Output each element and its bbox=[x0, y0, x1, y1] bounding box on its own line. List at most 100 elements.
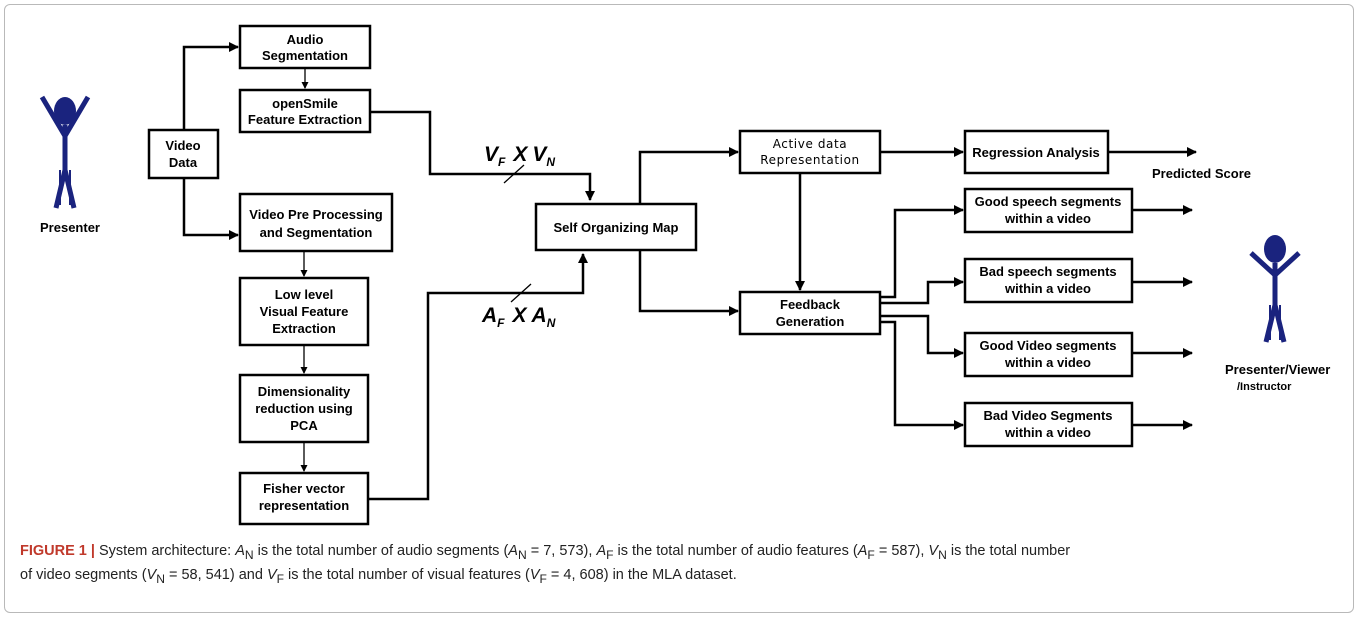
arrow-video-to-audio bbox=[182, 42, 239, 130]
good-video-line2: within a video bbox=[1004, 355, 1091, 370]
caption-p20: V bbox=[266, 566, 277, 583]
low-level-line1: Low level bbox=[275, 287, 334, 302]
good-video-line1: Good Video segments bbox=[979, 338, 1116, 353]
video-data-box bbox=[147, 128, 220, 180]
active-data-box bbox=[738, 129, 882, 175]
good-speech-line2: within a video bbox=[1004, 211, 1091, 226]
active-line1: Active data bbox=[773, 137, 848, 151]
video-pre-line1: Video Pre Processing bbox=[249, 207, 382, 222]
caption-p22: is the total number of visual features ( bbox=[284, 566, 530, 583]
presenter-label: Presenter bbox=[40, 220, 100, 235]
bad-video-box bbox=[963, 401, 1134, 448]
caption-p23: V bbox=[529, 566, 540, 583]
arrow-video-to-preprocessing bbox=[182, 178, 239, 240]
arrow-feedback-to-good-speech bbox=[880, 205, 964, 299]
good-speech-line1: Good speech segments bbox=[975, 194, 1122, 209]
good-speech-box bbox=[963, 187, 1134, 234]
figure-label: FIGURE 1 | bbox=[20, 543, 95, 559]
feedback-line1: Feedback bbox=[780, 297, 841, 312]
caption-p7: A bbox=[596, 543, 607, 559]
opensmile-box bbox=[238, 88, 372, 134]
arrow-som-to-active bbox=[638, 147, 739, 204]
low-level-line2: Visual Feature bbox=[260, 304, 349, 319]
arrow-feedback-to-bad-speech bbox=[880, 277, 964, 305]
caption-p19: = 58, 541) and bbox=[164, 566, 267, 583]
architecture-diagram: Presenter Presenter/Viewer /Instructor V… bbox=[39, 24, 1330, 526]
caption-p8: F bbox=[606, 547, 614, 562]
slash-mark-video bbox=[503, 164, 525, 184]
dim-red-line1: Dimensionality bbox=[258, 384, 351, 399]
good-video-box bbox=[963, 331, 1134, 378]
caption-p12: = 587), bbox=[874, 543, 929, 559]
caption-p13: V bbox=[928, 543, 939, 559]
video-pre-line2: and Segmentation bbox=[260, 225, 373, 240]
presenter-figure-icon bbox=[39, 95, 91, 209]
bad-speech-line1: Bad speech segments bbox=[979, 264, 1116, 279]
audio-seg-line1: Audio bbox=[287, 32, 324, 47]
caption-p15: is the total number bbox=[946, 543, 1071, 559]
caption-p18: N bbox=[156, 571, 165, 586]
bad-video-line2: within a video bbox=[1004, 425, 1091, 440]
som-box bbox=[534, 202, 698, 252]
caption-p24: F bbox=[539, 571, 547, 586]
caption-p3: is the total number of audio segments ( bbox=[253, 543, 509, 559]
caption-p14: N bbox=[938, 547, 947, 562]
active-line2: Representation bbox=[760, 153, 860, 167]
caption-p11: F bbox=[867, 547, 875, 562]
video-data-line1: Video bbox=[165, 138, 200, 153]
som-label: Self Organizing Map bbox=[554, 220, 679, 235]
presenter-viewer-figure-icon bbox=[1249, 235, 1301, 343]
caption-p16: of video segments ( bbox=[20, 566, 147, 583]
caption-p5: N bbox=[517, 547, 527, 562]
arrow-opensmile-to-som bbox=[370, 110, 595, 201]
fisher-vector-box bbox=[238, 471, 370, 526]
fisher-line2: representation bbox=[259, 498, 349, 513]
dim-red-line2: reduction using bbox=[255, 401, 353, 416]
video-data-line2: Data bbox=[169, 155, 198, 170]
caption-p4: A bbox=[508, 543, 518, 559]
caption-p0: System architecture: bbox=[99, 543, 236, 559]
caption-p1: A bbox=[235, 543, 245, 559]
arrow-fisher-to-som bbox=[368, 253, 588, 501]
video-preprocessing-box bbox=[238, 192, 394, 253]
bad-speech-line2: within a video bbox=[1004, 281, 1091, 296]
caption-p10: A bbox=[857, 543, 868, 559]
arrow-som-to-feedback bbox=[638, 250, 739, 316]
instructor-label: /Instructor bbox=[1237, 381, 1292, 393]
arrow-feedback-to-bad-video bbox=[880, 320, 964, 430]
caption-p2: N bbox=[244, 547, 254, 562]
arrow-feedback-to-good-video bbox=[880, 314, 964, 358]
caption-p25: = 4, 608) in the MLA dataset. bbox=[546, 566, 737, 583]
figure-frame bbox=[4, 4, 1354, 613]
dim-red-line3: PCA bbox=[290, 418, 318, 433]
bad-video-line1: Bad Video Segments bbox=[983, 408, 1112, 423]
bad-speech-box bbox=[963, 257, 1134, 304]
caption-p6: = 7, 573), bbox=[526, 543, 597, 559]
predicted-score-label: Predicted Score bbox=[1152, 166, 1251, 181]
presenter-viewer-label: Presenter/Viewer bbox=[1225, 362, 1330, 377]
caption-p21: F bbox=[276, 571, 284, 586]
regression-label: Regression Analysis bbox=[972, 145, 1099, 160]
caption-p17: V bbox=[146, 566, 157, 583]
audio-segmentation-box bbox=[238, 24, 372, 70]
fisher-line1: Fisher vector bbox=[263, 481, 345, 496]
feedback-box bbox=[738, 290, 882, 336]
low-level-line3: Extraction bbox=[272, 321, 336, 336]
opensmile-line2: Feature Extraction bbox=[248, 112, 362, 127]
feedback-line2: Generation bbox=[776, 314, 845, 329]
caption-p9: is the total number of audio features ( bbox=[613, 543, 858, 559]
